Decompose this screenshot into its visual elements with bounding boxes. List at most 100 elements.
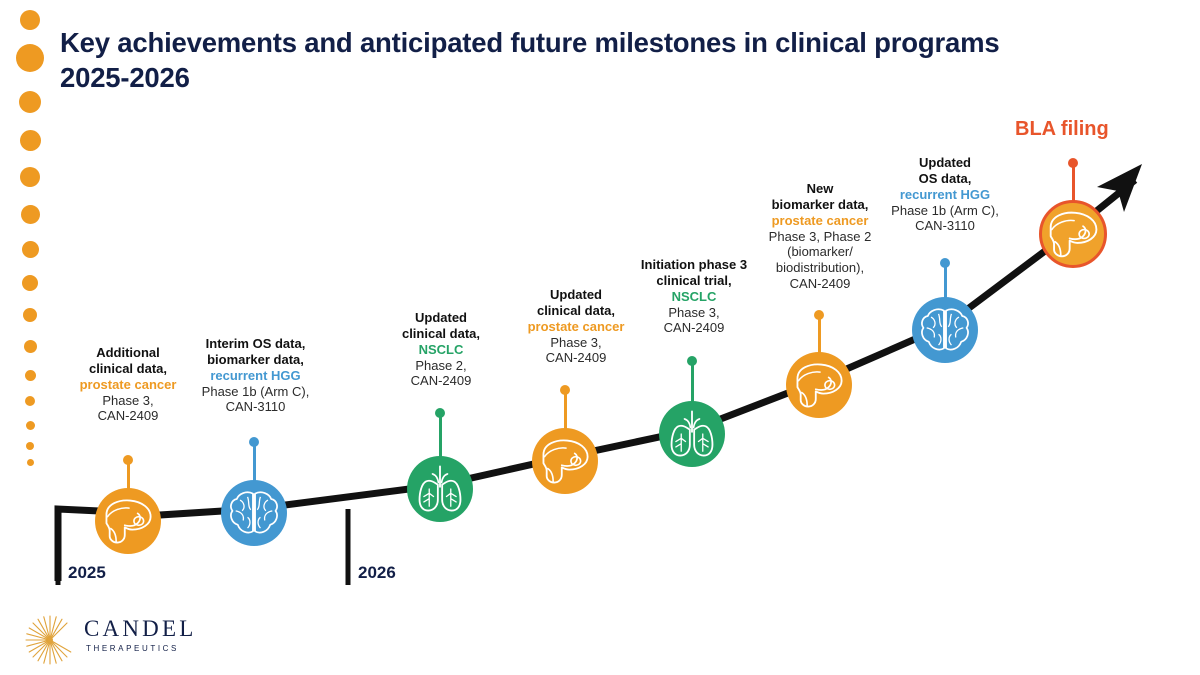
stem-rod bbox=[252, 443, 256, 513]
caption-line: CAN-3110 bbox=[225, 399, 286, 415]
caption-line: NSCLC bbox=[418, 341, 464, 357]
caption-line: CAN-3110 bbox=[915, 218, 975, 234]
milestone-node-m2[interactable] bbox=[221, 480, 287, 546]
caption-line: Updated bbox=[919, 155, 971, 170]
logo-name: CANDEL bbox=[84, 616, 197, 641]
decor-dot bbox=[25, 396, 35, 406]
stem-knob bbox=[940, 258, 950, 268]
prostate-icon bbox=[1049, 211, 1098, 258]
caption-line: New bbox=[806, 181, 834, 196]
caption-line: Updated bbox=[415, 310, 467, 325]
bla-filing-label: BLA filing bbox=[1015, 118, 1109, 140]
logo-subtitle: THERAPEUTICS bbox=[86, 644, 179, 653]
stem-knob bbox=[1068, 158, 1078, 168]
prostate-icon bbox=[542, 439, 589, 484]
caption-line: prostate cancer bbox=[527, 318, 625, 334]
milestone-stem bbox=[560, 385, 570, 461]
caption-line: CAN-2409 bbox=[410, 373, 472, 389]
milestone-node-m5[interactable] bbox=[659, 401, 725, 467]
lungs-icon bbox=[418, 465, 462, 512]
decor-dot bbox=[19, 129, 41, 151]
stem-rod bbox=[563, 391, 567, 461]
caption-line: Phase 3, bbox=[668, 304, 720, 320]
lungs-icon bbox=[670, 410, 714, 457]
milestone-stem bbox=[435, 408, 445, 489]
page-title-line-1: Key achievements and anticipated future … bbox=[60, 27, 1000, 58]
caption-line: Phase 2, bbox=[415, 357, 467, 373]
milestone-node-m6[interactable] bbox=[786, 352, 852, 418]
caption-line: CAN-2409 bbox=[545, 350, 607, 366]
caption-line: (biomarker/ bbox=[787, 244, 853, 260]
candel-logo: CANDEL THERAPEUTICS bbox=[22, 612, 193, 668]
brain-icon bbox=[921, 308, 969, 351]
milestone-stem bbox=[814, 310, 824, 385]
caption-line: Phase 3, bbox=[550, 334, 602, 350]
caption-line: OS data, bbox=[918, 170, 972, 186]
decor-dot bbox=[26, 458, 34, 466]
milestone-node-m1[interactable] bbox=[95, 488, 161, 554]
timeline-arrowhead bbox=[1097, 164, 1142, 212]
stem-knob bbox=[249, 437, 259, 447]
milestone-stem bbox=[687, 356, 697, 434]
caption-line: CAN-2409 bbox=[789, 276, 851, 292]
stem-rod bbox=[1071, 164, 1075, 234]
decor-dot bbox=[23, 308, 37, 322]
caption-line: prostate cancer bbox=[771, 212, 869, 228]
milestone-stem bbox=[1068, 158, 1078, 234]
decor-dot bbox=[19, 91, 41, 113]
logo-wordmark: CANDEL THERAPEUTICS bbox=[84, 616, 196, 653]
decor-dot bbox=[22, 275, 38, 291]
stem-rod bbox=[817, 316, 821, 385]
caption-line: clinical data, bbox=[401, 325, 481, 341]
decor-dot bbox=[24, 369, 36, 381]
page-title: Key achievements and anticipated future … bbox=[60, 26, 1150, 95]
decor-dot bbox=[20, 167, 40, 187]
milestone-node-m7[interactable] bbox=[912, 297, 978, 363]
caption-line: Initiation phase 3 bbox=[640, 257, 748, 272]
decor-dot bbox=[20, 10, 40, 30]
caption-line: CAN-2409 bbox=[663, 320, 725, 336]
caption-line: clinical data, bbox=[536, 302, 616, 318]
milestone-node-m4[interactable] bbox=[532, 428, 598, 494]
page-title-line-2: 2025-2026 bbox=[60, 61, 190, 93]
stem-knob bbox=[123, 455, 133, 465]
decor-dot bbox=[23, 339, 37, 353]
caption-line: prostate cancer bbox=[79, 376, 177, 392]
caption-line: clinical trial, bbox=[656, 272, 732, 288]
decor-dot bbox=[16, 44, 44, 72]
caption-line: CAN-2409 bbox=[97, 408, 159, 424]
sunburst-icon bbox=[25, 615, 72, 665]
caption-line: NSCLC bbox=[671, 288, 717, 304]
prostate-icon bbox=[105, 499, 152, 544]
milestone-stem bbox=[249, 437, 259, 513]
decor-dot bbox=[26, 442, 34, 450]
stem-rod bbox=[438, 414, 442, 489]
caption-line: recurrent HGG bbox=[210, 367, 301, 383]
caption-line: Phase 3, Phase 2 bbox=[768, 228, 872, 244]
decor-dot bbox=[20, 204, 40, 224]
stem-knob bbox=[687, 356, 697, 366]
caption-line: Updated bbox=[550, 287, 602, 302]
caption-line: Phase 3, bbox=[102, 392, 154, 408]
stem-knob bbox=[814, 310, 824, 320]
caption-line: biomarker data, bbox=[207, 351, 304, 367]
prostate-icon bbox=[796, 363, 843, 408]
stem-knob bbox=[560, 385, 570, 395]
decor-dot bbox=[21, 240, 39, 258]
milestone-node-m3[interactable] bbox=[407, 456, 473, 522]
caption-line: Additional bbox=[96, 345, 160, 360]
decor-dot bbox=[25, 420, 35, 430]
caption-line: biodistribution), bbox=[775, 260, 865, 276]
caption-line: biomarker data, bbox=[771, 196, 869, 212]
milestone-caption-m2: Interim OS data,biomarker data,recurrent… bbox=[178, 336, 333, 415]
brain-icon bbox=[230, 491, 278, 534]
caption-line: Interim OS data, bbox=[205, 336, 306, 351]
milestone-node-m8[interactable] bbox=[1039, 200, 1107, 268]
stem-knob bbox=[435, 408, 445, 418]
